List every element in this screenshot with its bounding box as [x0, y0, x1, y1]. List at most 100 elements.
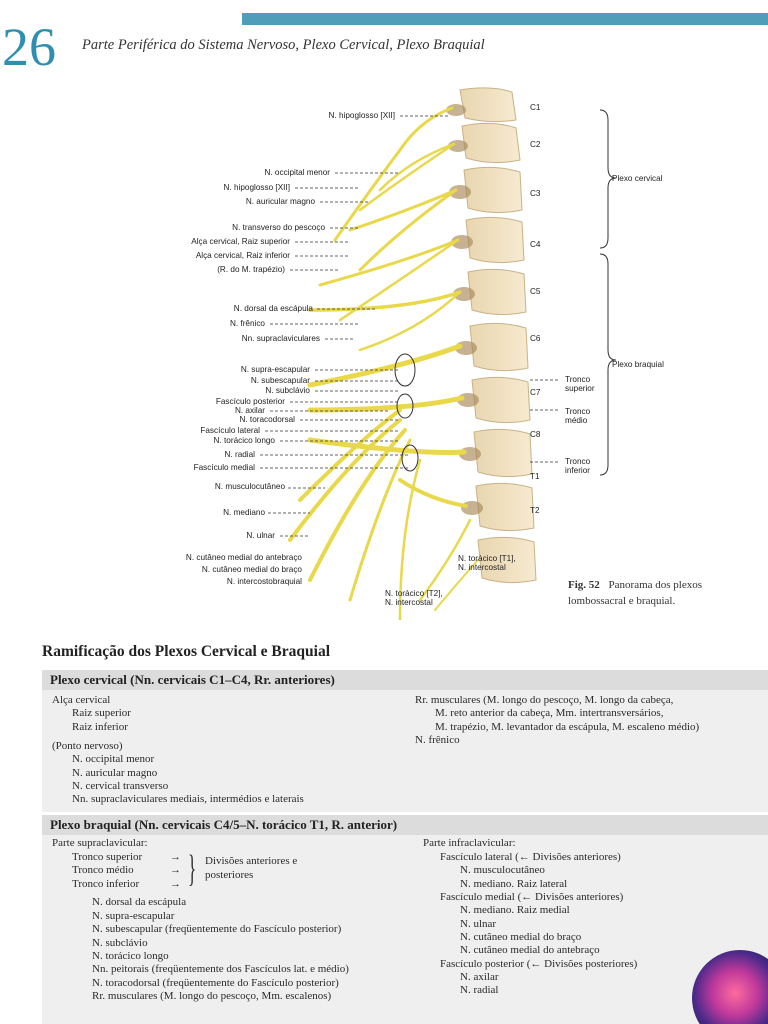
infra-item: N. musculocutâneo [460, 864, 545, 876]
cervical-item: Raiz superior [72, 707, 131, 719]
infra-item: N. mediano. Raiz medial [460, 904, 570, 916]
vertebra-label-c6: C6 [530, 334, 541, 343]
infra-item: N. radial [460, 984, 499, 996]
label-supraclaviculares: Nn. supraclaviculares [241, 334, 320, 343]
label-hipoglosso-1: N. hipoglosso [XII] [328, 111, 395, 120]
figure-caption-text: Panorama dos plexos lombossacral e braqu… [568, 579, 703, 607]
label-fasciculo-medial: Fascículo medial [193, 463, 255, 472]
supra-nerve-item: Rr. musculares (M. longo do pescoço, Mm.… [92, 990, 332, 1002]
vertebra-label-c4: C4 [530, 240, 541, 249]
divisions-text: Divisões anteriores e [205, 855, 298, 867]
divisions-text: posteriores [205, 869, 254, 881]
arrow-icon: → [170, 878, 181, 890]
vertebra-label-c8: C8 [530, 430, 541, 439]
supra-nerve-item: N. subescapular (freqüentemente do Fascí… [92, 923, 342, 935]
brace-icon: } [188, 848, 197, 890]
vertebra-label-c1: C1 [530, 103, 541, 112]
label-alca-inferior: Alça cervical, Raiz inferior [195, 251, 290, 260]
vertebra-label-c3: C3 [530, 189, 541, 198]
label-hipoglosso-2: N. hipoglosso [XII] [223, 183, 290, 192]
label-transverso-pescoco: N. transverso do pescoço [232, 223, 325, 232]
infra-item: Fascículo lateral (← Divisões anteriores… [440, 851, 621, 863]
infra-item: N. axilar [460, 971, 499, 983]
brachial-heading-band: Plexo braquial (Nn. cervicais C4/5–N. to… [42, 815, 768, 835]
cervical-item: M. trapézio, M. levantador da escápula, … [435, 721, 700, 733]
label-fasciculo-lateral: Fascículo lateral [200, 426, 260, 435]
label-toracodorsal: N. toracodorsal [239, 415, 295, 424]
label-auricular-magno: N. auricular magno [245, 197, 315, 206]
infra-item: N. ulnar [460, 918, 497, 930]
label-intercostobraquial: N. intercostobraquial [226, 577, 302, 586]
supra-nerve-item: N. supra-escapular [92, 910, 175, 922]
figure-number: Fig. 52 [568, 579, 600, 591]
assistant-orb-icon[interactable] [692, 950, 768, 1024]
vertebra-label-t1: T1 [530, 472, 540, 481]
label-fasciculo-posterior: Fascículo posterior [215, 397, 285, 406]
trunk-label-inferior-2: inferior [565, 466, 591, 475]
page-number: 26 [2, 17, 56, 77]
cervical-item: Alça cervical [52, 694, 111, 706]
cervical-table: Alça cervical Raiz superior Raiz inferio… [42, 690, 768, 812]
brace-label-brachial: Plexo braquial [612, 360, 664, 369]
label-radial: N. radial [224, 450, 256, 459]
section-title: Ramificação dos Plexos Cervical e Braqui… [42, 643, 330, 660]
cervical-item: Nn. supraclaviculares mediais, intermédi… [72, 793, 304, 805]
label-musculocutaneo: N. musculocutâneo [214, 482, 285, 491]
supra-nerve-item: Nn. peitorais (freqüentemente dos Fascíc… [92, 963, 349, 975]
label-cutaneo-braco: N. cutâneo medial do braço [201, 565, 302, 574]
infra-item: N. mediano. Raiz lateral [460, 878, 568, 890]
supra-nerve-item: N. dorsal da escápula [92, 896, 187, 908]
label-subescapular: N. subescapular [250, 376, 310, 385]
cervical-item: (Ponto nervoso) [52, 740, 123, 752]
label-toracico-longo: N. torácico longo [213, 436, 275, 445]
label-mediano: N. mediano [223, 508, 265, 517]
label-occipital-menor: N. occipital menor [264, 168, 330, 177]
vertebra-label-c2: C2 [530, 140, 541, 149]
label-frenico: N. frênico [229, 319, 265, 328]
label-cutaneo-antebraco: N. cutâneo medial do antebraço [185, 553, 302, 562]
header-accent-bar [242, 13, 768, 25]
arrow-icon: → [170, 864, 181, 876]
plexus-illustration: C1 C2 C3 C4 C5 C6 C7 C8 T1 T2 Plexo cerv… [160, 80, 700, 620]
cervical-item: N. frênico [415, 734, 460, 746]
trunk-item: Tronco superior [72, 851, 143, 863]
supra-nerve-item: N. toracodorsal (freqüentemente do Fascí… [92, 977, 339, 989]
supra-nerve-item: N. subclávio [92, 937, 148, 949]
label-axilar: N. axilar [234, 406, 265, 415]
trunk-label-medio-1: Tronco [565, 407, 591, 416]
label-toracico-t2-1: N. torácico [T2], [385, 589, 443, 598]
label-trapezio: (R. do M. trapézio) [217, 265, 285, 274]
figure-caption: Fig. 52 Panorama dos plexos lombossacral… [568, 578, 758, 610]
label-supra-escapular: N. supra-escapular [240, 365, 310, 374]
vertebra-label-c5: C5 [530, 287, 541, 296]
label-toracico-t1-2: N. intercostal [458, 563, 506, 572]
cervical-item: N. occipital menor [72, 753, 155, 765]
label-toracico-t2-2: N. intercostal [385, 598, 433, 607]
label-toracico-t1-1: N. torácico [T1], [458, 554, 516, 563]
trunk-label-superior-1: Tronco [565, 375, 591, 384]
infra-item: Fascículo medial (← Divisões anteriores) [440, 891, 624, 903]
brachial-heading: Plexo braquial (Nn. cervicais C4/5–N. to… [50, 817, 398, 832]
trunk-label-medio-2: médio [565, 416, 588, 425]
infra-title: Parte infraclavicular: [423, 837, 516, 849]
cervical-item: M. reto anterior da cabeça, Mm. intertra… [435, 707, 664, 719]
label-subclavio: N. subclávio [265, 386, 310, 395]
trunk-label-superior-2: superior [565, 384, 595, 393]
vertebral-column [459, 87, 537, 584]
infra-item: N. cutâneo medial do braço [460, 931, 582, 943]
nerve-fibers [288, 106, 479, 620]
cervical-item: N. cervical transverso [72, 780, 169, 792]
arrow-icon: → [170, 851, 181, 863]
brace-label-cervical: Plexo cervical [612, 174, 663, 183]
page-title: Parte Periférica do Sistema Nervoso, Ple… [82, 37, 485, 53]
label-alca-superior: Alça cervical, Raiz superior [191, 237, 290, 246]
plexus-drawing [260, 87, 617, 620]
supra-nerve-item: N. torácico longo [92, 950, 169, 962]
cervical-item: N. auricular magno [72, 767, 158, 779]
cervical-item: Rr. musculares (M. longo do pescoço, M. … [415, 694, 674, 706]
trunk-item: Tronco médio [72, 864, 134, 876]
brachial-table: Parte supraclavicular: Tronco superior T… [42, 835, 768, 1024]
trunk-label-inferior-1: Tronco [565, 457, 591, 466]
vertebra-label-t2: T2 [530, 506, 540, 515]
infra-item: Fascículo posterior (← Divisões posterio… [440, 958, 638, 970]
